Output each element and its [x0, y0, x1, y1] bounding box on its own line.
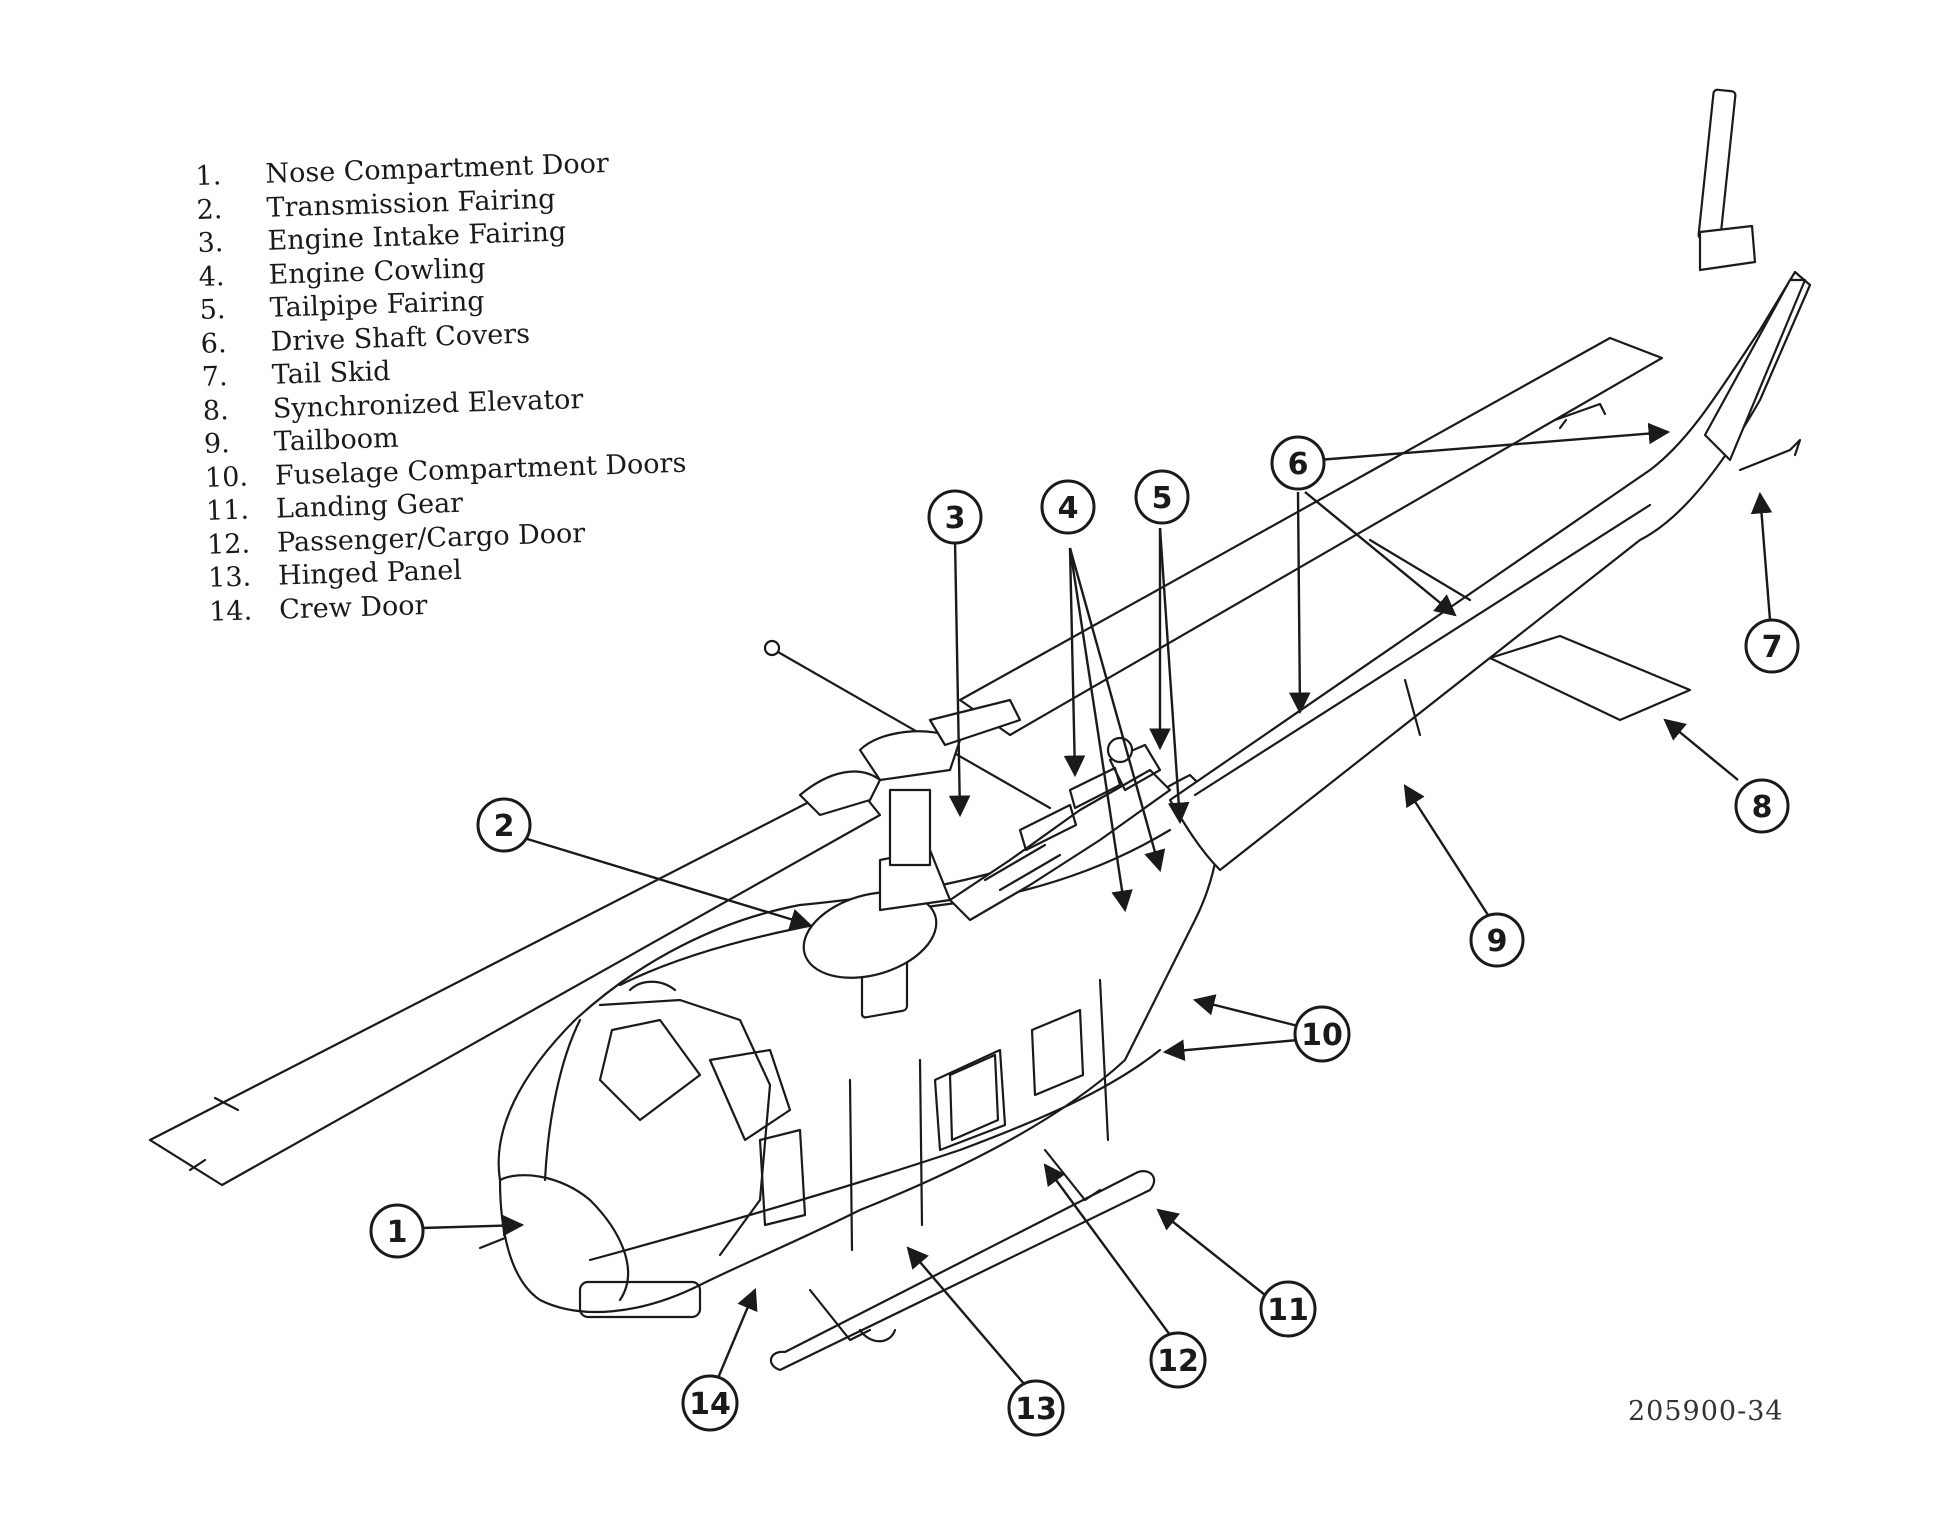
callout-12: 12 — [1149, 1331, 1207, 1389]
legend-number: 6. — [200, 327, 228, 360]
callout-6-label: 6 — [1288, 447, 1309, 482]
legend-number: 2. — [196, 193, 223, 226]
leader-6b — [1289, 491, 1311, 715]
callout-9-label: 9 — [1487, 924, 1508, 959]
callout-8: 8 — [1734, 778, 1790, 834]
transmission-fairing — [798, 698, 1022, 979]
leader-9 — [1403, 784, 1490, 916]
legend-number: 14. — [208, 594, 253, 628]
cockpit — [478, 980, 807, 1319]
tail-skid-shape — [1738, 438, 1802, 472]
fuselage — [497, 773, 1221, 1314]
callout-1: 1 — [369, 1203, 425, 1259]
callout-4-label: 4 — [1058, 491, 1079, 526]
elevator — [1368, 538, 1692, 722]
callout-6: 6 — [1270, 435, 1326, 491]
helicopter-illustration — [148, 88, 1812, 1372]
leader-lines — [421, 422, 1773, 1386]
main-rotor-blade-forward — [148, 778, 882, 1187]
callout-3-label: 3 — [945, 501, 966, 536]
legend-number: 1. — [195, 160, 222, 192]
callout-2-label: 2 — [494, 809, 515, 844]
callout-3: 3 — [927, 489, 983, 545]
callout-7: 7 — [1744, 618, 1800, 674]
leader-10b — [1162, 1038, 1299, 1062]
parts-legend: 1.Nose Compartment Door 2.Transmission F… — [195, 145, 691, 629]
leader-4b — [1068, 547, 1133, 913]
callout-14-label: 14 — [689, 1387, 731, 1422]
callout-12-label: 12 — [1157, 1344, 1199, 1379]
legend-number: 4. — [198, 260, 225, 293]
callout-8-label: 8 — [1752, 790, 1773, 825]
leader-6c — [1304, 491, 1457, 617]
legend-number: 13. — [207, 561, 252, 594]
callout-10: 10 — [1293, 1005, 1351, 1063]
callout-9: 9 — [1469, 912, 1525, 968]
callout-14: 14 — [681, 1374, 739, 1432]
leader-14 — [716, 1288, 758, 1379]
callout-11-label: 11 — [1267, 1293, 1309, 1328]
legend-label: Hinged Panel — [277, 554, 463, 592]
callout-10-label: 10 — [1301, 1018, 1343, 1053]
callout-4: 4 — [1040, 479, 1096, 535]
legend-number: 8. — [202, 394, 230, 427]
drawing-number: 205900-34 — [1628, 1396, 1784, 1427]
leader-1 — [421, 1214, 525, 1237]
leader-11 — [1156, 1208, 1266, 1296]
callout-7-label: 7 — [1762, 630, 1783, 665]
legend-number: 7. — [201, 361, 229, 393]
legend-number: 10. — [204, 461, 249, 494]
leader-4a — [1063, 547, 1086, 778]
callout-2: 2 — [476, 797, 532, 853]
legend-number: 11. — [205, 494, 250, 527]
leader-5b — [1158, 527, 1190, 825]
callout-1-label: 1 — [387, 1215, 408, 1250]
callout-13-label: 13 — [1015, 1392, 1057, 1427]
callout-11: 11 — [1259, 1280, 1317, 1338]
legend-number: 9. — [203, 428, 231, 460]
legend-label: Crew Door — [278, 589, 428, 626]
callout-5-label: 5 — [1152, 481, 1173, 516]
callout-13: 13 — [1007, 1379, 1065, 1437]
leader-8 — [1663, 718, 1739, 781]
callout-5: 5 — [1134, 469, 1190, 525]
legend-label: Tail Skid — [271, 355, 391, 391]
leader-3 — [948, 539, 971, 818]
stabilizer-bar — [763, 639, 1052, 810]
callouts: 1 2 3 4 5 6 7 8 — [369, 435, 1800, 1437]
legend-number: 3. — [197, 227, 224, 259]
legend-label: Tailboom — [273, 422, 400, 458]
legend-number: 5. — [199, 294, 226, 326]
leader-6a — [1317, 422, 1671, 462]
legend-number: 12. — [206, 527, 251, 561]
leader-7 — [1750, 491, 1773, 621]
vertical-fin — [1697, 88, 1807, 462]
leader-4c — [1068, 547, 1166, 873]
leader-12 — [1043, 1163, 1171, 1336]
leader-10a — [1192, 994, 1299, 1028]
leader-2 — [523, 836, 813, 930]
leader-13 — [906, 1246, 1026, 1386]
